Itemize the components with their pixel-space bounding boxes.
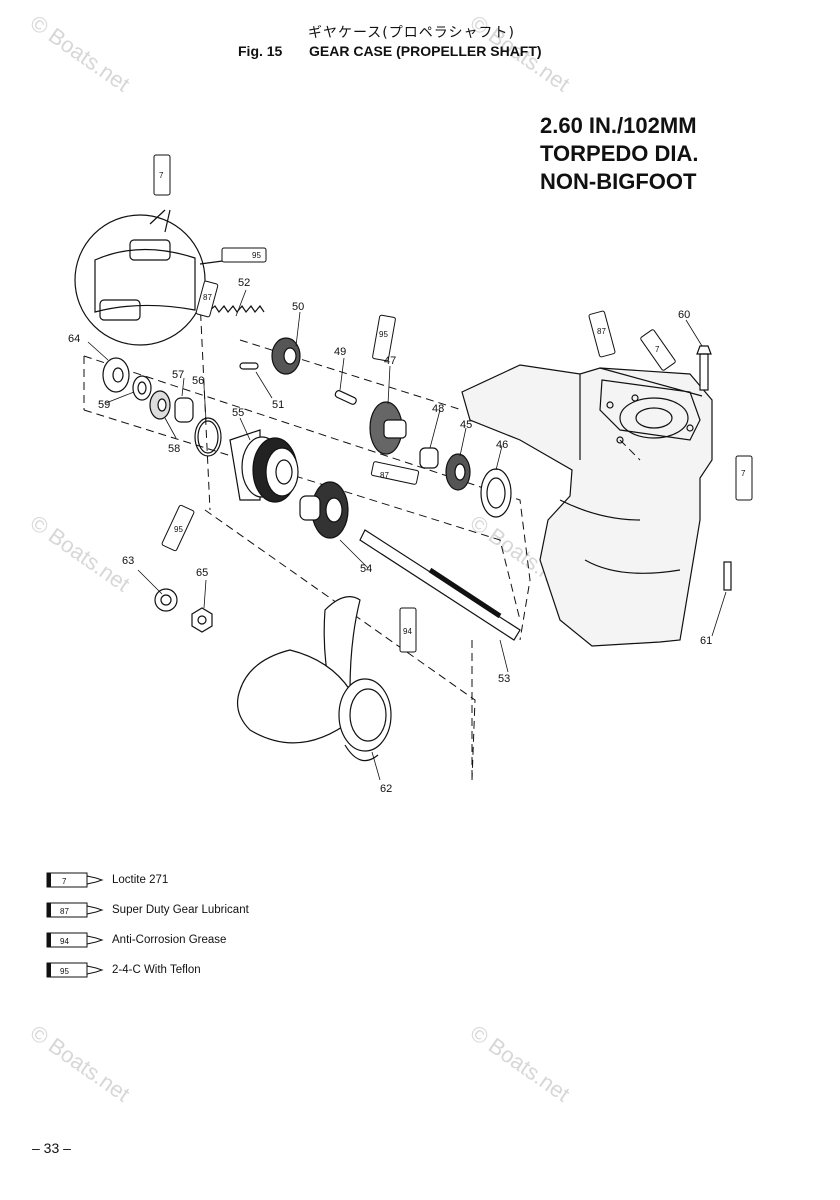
part-54-gear <box>299 481 349 539</box>
part-number: 59 <box>98 399 110 411</box>
tube-label: 7 <box>741 469 746 478</box>
part-48-bushing <box>419 447 439 469</box>
part-49-pin <box>334 390 357 405</box>
tube-label: 7 <box>159 171 164 180</box>
part-number: 60 <box>678 309 690 321</box>
part-59-seal <box>132 375 152 401</box>
part-47-gear <box>369 401 407 455</box>
legend-label: Anti-Corrosion Grease <box>112 934 227 946</box>
part-63-washer <box>154 588 178 612</box>
part-number: 49 <box>334 346 346 358</box>
legend-code: 7 <box>62 877 67 886</box>
tube-label: 95 <box>252 251 261 260</box>
part-65-nut <box>191 607 213 633</box>
spec-block: 2.60 IN./102MM TORPEDO DIA. NON-BIGFOOT <box>540 112 699 196</box>
part-number: 53 <box>498 673 510 685</box>
part-53-propeller-shaft <box>359 529 521 641</box>
watermark: © Boats.net <box>25 1020 135 1107</box>
part-number: 63 <box>122 555 134 567</box>
tube-label: 87 <box>203 293 212 302</box>
legend-label: 2-4-C With Teflon <box>112 964 201 976</box>
part-45-bearing <box>445 453 471 491</box>
legend-code: 95 <box>60 967 69 976</box>
part-number: 45 <box>460 419 472 431</box>
part-number: 46 <box>496 439 508 451</box>
tube-label: 95 <box>379 330 388 339</box>
inset-detail-circle <box>74 214 206 346</box>
spec-line: NON-BIGFOOT <box>540 169 697 194</box>
part-50-gear <box>271 337 301 375</box>
part-61-screw <box>723 561 732 591</box>
part-52-spring <box>209 304 265 314</box>
tube-label: 7 <box>655 345 660 354</box>
part-number: 64 <box>68 333 80 345</box>
part-number: 51 <box>272 399 284 411</box>
tube-icon: 95 <box>46 962 104 978</box>
part-56-o-ring <box>194 417 222 457</box>
part-number: 50 <box>292 301 304 313</box>
legend-label: Loctite 271 <box>112 874 169 886</box>
part-46-race <box>480 468 512 518</box>
part-number: 61 <box>700 635 712 647</box>
tube-label: 87 <box>597 327 606 336</box>
figure-number: Fig. 15 <box>238 43 283 59</box>
tube-label: 87 <box>380 471 389 480</box>
part-57-sleeve <box>174 397 194 423</box>
part-number: 47 <box>384 355 396 367</box>
part-number: 58 <box>168 443 180 455</box>
legend-code: 94 <box>60 937 69 946</box>
tube-icon: 94 <box>46 932 104 948</box>
part-58-bearing <box>149 390 171 420</box>
part-number: 65 <box>196 567 208 579</box>
figure-title-japanese: ギヤケース(プロペラシャフト) <box>308 25 515 41</box>
page-number: – 33 – <box>32 1140 71 1156</box>
watermark: © Boats.net <box>465 1020 575 1107</box>
tube-icon: 87 <box>46 902 104 918</box>
part-62-propeller <box>237 596 392 762</box>
part-number: 57 <box>172 369 184 381</box>
spec-line: 2.60 IN./102MM <box>540 113 697 138</box>
exploded-diagram: 7 95 87 95 87 7 7 87 95 94 52 50 49 47 5… <box>68 154 753 795</box>
legend-label: Super Duty Gear Lubricant <box>112 904 249 916</box>
part-number: 54 <box>360 563 372 575</box>
part-55-bearing-carrier <box>229 429 299 503</box>
part-51-pin <box>239 362 259 370</box>
tube-label: 95 <box>174 525 183 534</box>
spec-line: TORPEDO DIA. <box>540 141 699 166</box>
part-number: 62 <box>380 783 392 795</box>
part-60-screw <box>696 345 712 391</box>
figure-title: GEAR CASE (PROPELLER SHAFT) <box>309 43 542 59</box>
gear-case-housing <box>461 364 713 647</box>
legend-code: 87 <box>60 907 69 916</box>
tube-label: 94 <box>403 627 412 636</box>
tube-icon: 7 <box>46 872 104 888</box>
lubricant-tube <box>153 154 753 653</box>
part-number: 56 <box>192 375 204 387</box>
part-number: 52 <box>238 277 250 289</box>
part-number: 48 <box>432 403 444 415</box>
part-64-washer <box>102 357 130 393</box>
part-number: 55 <box>232 407 244 419</box>
